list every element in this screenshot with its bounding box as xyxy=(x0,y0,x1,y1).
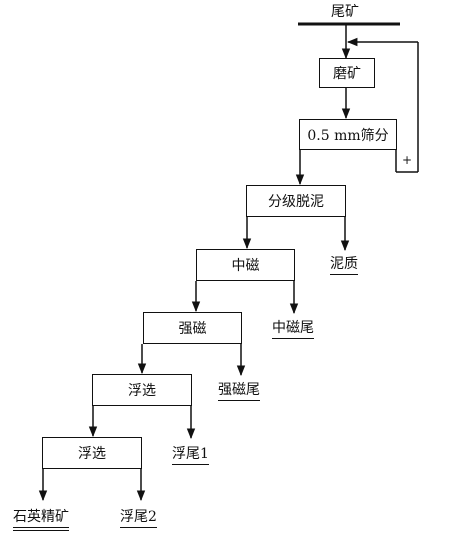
screening-box: 0.5 mm筛分 xyxy=(299,119,397,150)
feed-label: 尾矿 xyxy=(331,4,359,20)
flotation-2-box: 浮选 xyxy=(42,437,142,469)
strong-mag-tail-label: 强磁尾 xyxy=(218,382,260,401)
grinding-box: 磨矿 xyxy=(319,58,375,88)
strong-mag-box: 强磁 xyxy=(143,312,242,344)
quartz-concentrate-label: 石英精矿 xyxy=(13,509,69,531)
medium-mag-box: 中磁 xyxy=(196,249,295,281)
float-tail-2-label: 浮尾2 xyxy=(120,509,157,528)
oversize-sign: + xyxy=(402,153,413,167)
float-tail-1-label: 浮尾1 xyxy=(172,446,209,465)
flotation-1-box: 浮选 xyxy=(92,374,192,406)
slime-label: 泥质 xyxy=(330,256,358,275)
deslime-box: 分级脱泥 xyxy=(246,185,346,217)
medium-mag-tail-label: 中磁尾 xyxy=(272,320,314,339)
